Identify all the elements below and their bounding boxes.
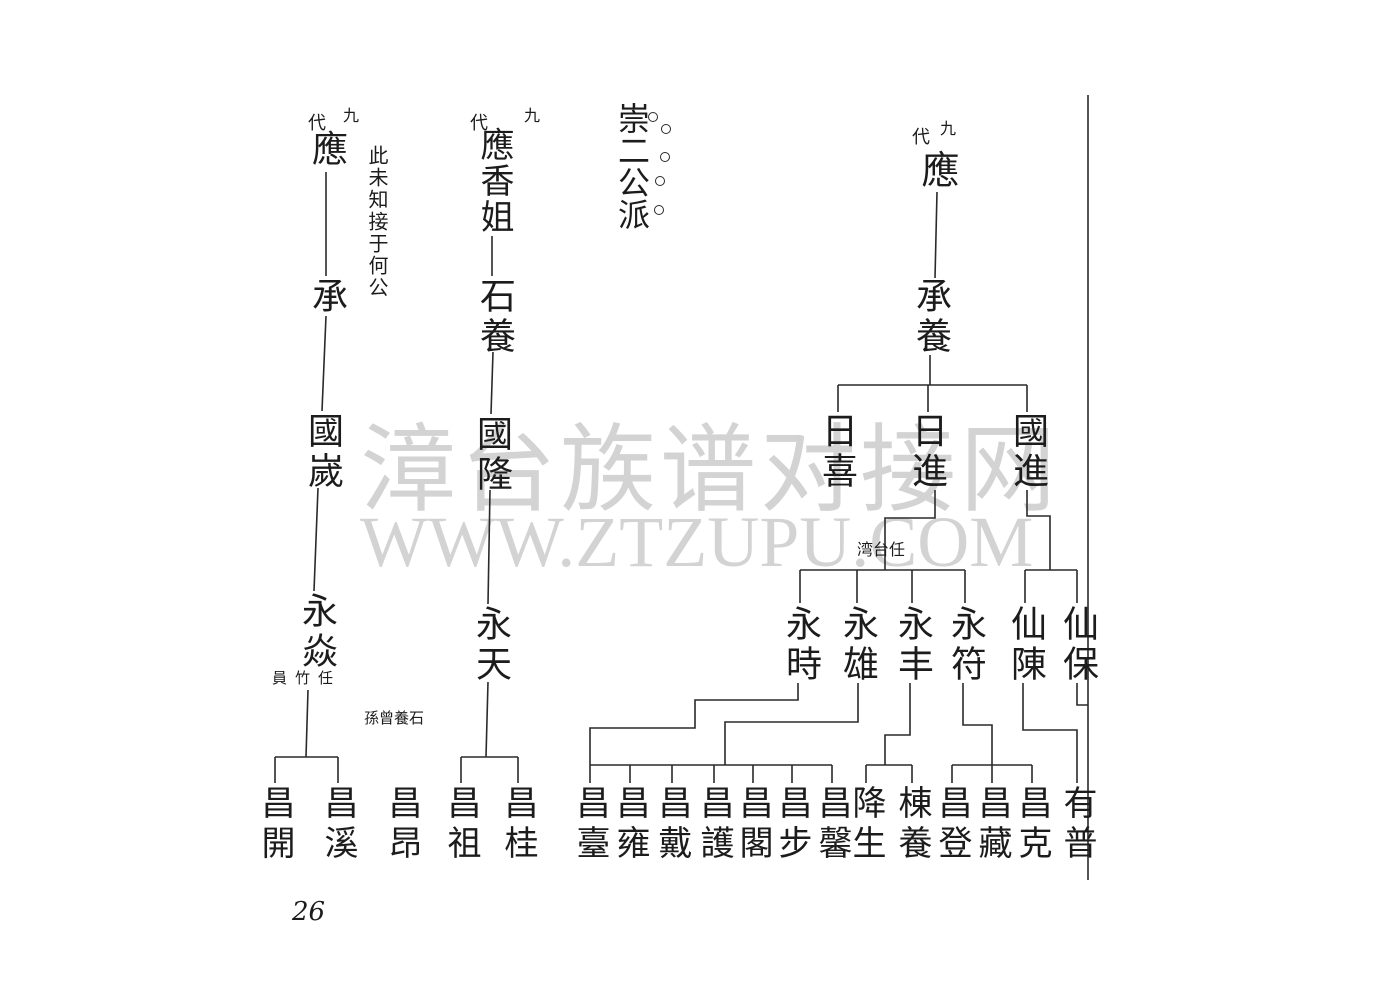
branch-title: 崇二公派 [613, 102, 651, 230]
right-line-5 [589, 683, 799, 783]
right-gen12-name: 仙保 [1057, 605, 1098, 685]
right-gen-number: 九 [940, 119, 957, 138]
emphasis-circle [660, 152, 670, 162]
right-gen13-name: 昌雍 [610, 785, 650, 865]
right-line-9 [1022, 683, 1078, 783]
right-gen13-name: 昌戴 [652, 785, 692, 865]
left-founder-name: 應 [306, 130, 347, 170]
middle-line-3 [487, 489, 491, 605]
middle-gen10-name: 石養 [474, 277, 515, 357]
middle-line-2 [490, 351, 494, 415]
right-gen13-name: 昌閣 [733, 785, 773, 865]
right-gen13-name: 昌步 [772, 785, 812, 865]
left-gen13-name: 昌開 [255, 785, 295, 865]
right-gen13-name: 降生 [846, 785, 886, 865]
right-gen13-name: 昌馨 [812, 785, 852, 865]
page-number: 26 [292, 897, 326, 927]
right-gen13-name: 棟養 [892, 785, 932, 865]
right-gen13-name: 昌藏 [972, 785, 1012, 865]
right-gen11-name: 國進 [1007, 412, 1048, 492]
right-gen11-name: 日喜 [816, 412, 857, 492]
right-line-4 [1024, 490, 1088, 706]
middle-gen11-name: 國隆 [471, 415, 512, 495]
emphasis-circle [648, 112, 658, 122]
middle-gen-number: 九 [524, 106, 541, 125]
middle-gen13-name: 昌祖 [441, 785, 481, 865]
right-gen12-name: 永時 [780, 605, 821, 685]
emphasis-circle [655, 176, 665, 186]
emphasis-circle [661, 124, 671, 134]
right-gen13-name: 昌護 [694, 785, 734, 865]
middle-gen12-name: 永天 [470, 605, 511, 685]
right-gen13-name: 昌克 [1012, 785, 1052, 865]
right-gen-word: 代 [912, 127, 930, 148]
right-line-3 [799, 490, 966, 603]
left-gen12-name: 永焱 [296, 592, 337, 672]
emphasis-circle [654, 205, 664, 215]
right-gen11-name: 日進 [906, 412, 947, 492]
left-line-5 [274, 756, 339, 783]
left-gen10-name: 承 [306, 277, 347, 317]
left-gen12-note: 任竹員 [272, 669, 342, 687]
adopted-name: 昌昂 [382, 785, 422, 865]
middle-line-5 [460, 756, 519, 783]
middle-gen13-name: 昌桂 [498, 785, 538, 865]
right-line-1 [934, 191, 938, 279]
left-line-3 [313, 487, 319, 592]
adopted-note: 石養曾孫 [364, 709, 425, 727]
left-note: 此未知接于何公 [365, 145, 389, 299]
right-line-2 [837, 355, 1028, 412]
left-gen13-name: 昌溪 [318, 785, 358, 865]
middle-founder-name: 應香姐 [474, 127, 514, 235]
right-line-8 [951, 683, 1033, 783]
left-line-2 [321, 315, 327, 412]
right-gen11-note: 任台湾 [857, 540, 906, 559]
left-gen11-name: 國嵗 [302, 412, 343, 492]
right-gen12-name: 永丰 [892, 605, 933, 685]
right-line-6 [590, 683, 859, 783]
left-line-4 [305, 689, 309, 758]
right-gen10-name: 承養 [910, 277, 951, 357]
right-founder-name: 應 [915, 150, 959, 192]
right-gen12-name: 仙陳 [1005, 605, 1046, 685]
right-line-7 [865, 683, 913, 783]
left-gen-word: 代 [308, 113, 326, 134]
left-gen-number: 九 [343, 106, 360, 125]
right-gen12-name: 永符 [945, 605, 986, 685]
right-gen13-name: 昌登 [932, 785, 972, 865]
right-gen12-name: 永雄 [837, 605, 878, 685]
middle-gen-word: 代 [470, 113, 488, 134]
watermark-chinese: 漳台族谱对接网 [360, 414, 1060, 526]
right-gen13-name: 有普 [1057, 785, 1097, 865]
middle-line-4 [485, 681, 489, 758]
right-gen13-name: 昌臺 [570, 785, 610, 865]
